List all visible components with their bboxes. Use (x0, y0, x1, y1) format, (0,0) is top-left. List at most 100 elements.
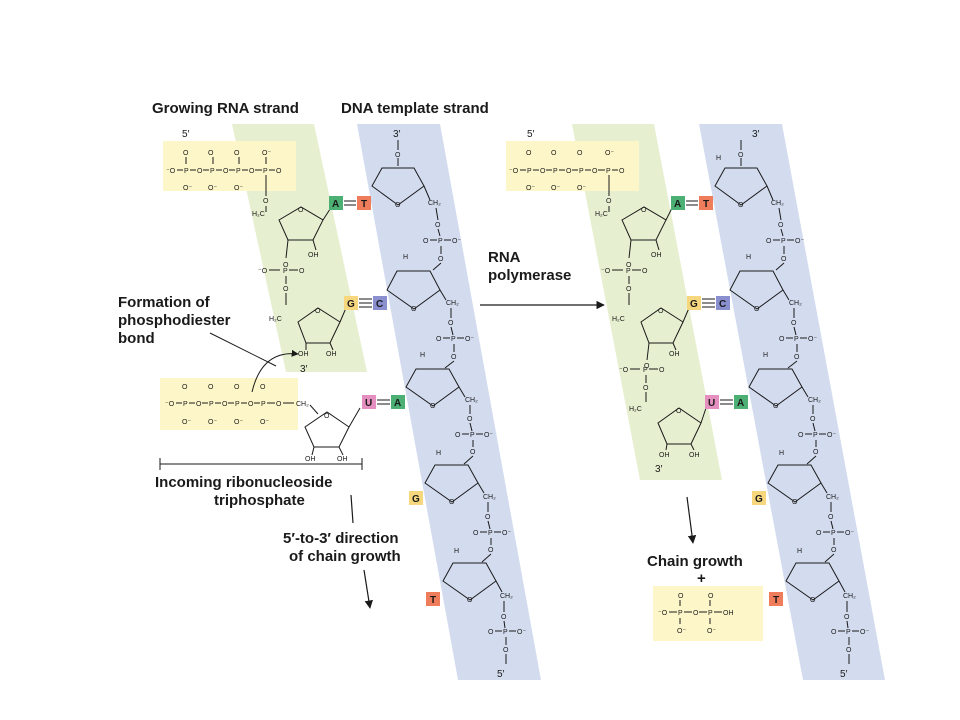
svg-text:O⁻: O⁻ (208, 419, 217, 426)
svg-text:O: O (676, 408, 682, 415)
svg-text:O⁻: O⁻ (484, 432, 493, 439)
triphosphate-box-top-right (506, 141, 639, 191)
svg-text:O: O (577, 150, 583, 157)
svg-text:P: P (626, 268, 631, 275)
svg-text:P: P (813, 432, 818, 439)
svg-text:O: O (276, 401, 282, 408)
svg-text:O⁻: O⁻ (827, 432, 836, 439)
rna-polymerase-label-line2: polymerase (488, 267, 571, 284)
base-a-label: A (674, 199, 681, 210)
svg-text:O⁻: O⁻ (208, 185, 217, 192)
svg-text:O⁻: O⁻ (860, 629, 869, 636)
triphosphate-group-top-right: ⁻O P O P O P O P O O O O O⁻ O⁻ O⁻ O⁻ O (509, 150, 625, 205)
dna-template-strand-label: DNA template strand (341, 100, 489, 117)
svg-text:O: O (738, 202, 744, 209)
dna-3prime-label-right: 3′ (752, 129, 760, 140)
rna-3prime-label-left: 3′ (300, 364, 308, 375)
rna-strand-band-right (572, 124, 722, 480)
rna-3prime-label-right: 3′ (655, 464, 663, 475)
svg-text:O⁻: O⁻ (577, 185, 586, 192)
base-u-label: U (708, 398, 715, 409)
svg-text:O: O (470, 449, 476, 456)
growth-direction-arrow (363, 569, 373, 609)
base-g-label: G (347, 299, 355, 310)
base-a-dna-3-left (391, 395, 405, 409)
svg-text:O: O (501, 614, 507, 621)
svg-text:H: H (779, 450, 784, 457)
svg-text:O: O (844, 614, 850, 621)
phosphodiester-label-line1: Formation of (118, 294, 211, 311)
svg-text:H: H (436, 450, 441, 457)
svg-text:OH: OH (298, 351, 309, 358)
svg-text:H: H (797, 548, 802, 555)
base-t-label: T (430, 595, 436, 606)
svg-text:P: P (781, 238, 786, 245)
svg-text:O: O (810, 597, 816, 604)
svg-text:O: O (781, 256, 787, 263)
svg-text:O: O (260, 384, 266, 391)
base-c-label: C (719, 299, 726, 310)
svg-text:O⁻: O⁻ (707, 628, 716, 635)
svg-text:⁻O: ⁻O (165, 401, 175, 408)
base-u-label: U (365, 398, 372, 409)
svg-text:O: O (299, 268, 305, 275)
svg-text:O: O (813, 449, 819, 456)
svg-text:O: O (791, 320, 797, 327)
svg-text:O: O (435, 222, 441, 229)
svg-text:O: O (467, 597, 473, 604)
svg-text:H₂C: H₂C (269, 316, 282, 323)
svg-text:O⁻: O⁻ (262, 150, 271, 157)
incoming-label-line1: Incoming ribonucleoside (155, 474, 333, 491)
svg-text:O: O (644, 363, 650, 370)
svg-text:OH: OH (651, 252, 662, 259)
svg-text:O: O (263, 198, 269, 205)
svg-text:O: O (792, 499, 798, 506)
svg-text:O: O (485, 514, 491, 521)
svg-text:CH₂: CH₂ (465, 397, 478, 404)
svg-text:O: O (551, 150, 557, 157)
svg-text:O: O (659, 367, 665, 374)
svg-text:OH: OH (669, 351, 680, 358)
svg-text:O: O (467, 416, 473, 423)
base-c-dna-2-right (716, 296, 730, 310)
svg-text:CH₂: CH₂ (428, 200, 441, 207)
svg-text:⁻O: ⁻O (258, 268, 268, 275)
svg-text:O: O (436, 336, 442, 343)
rna-ribose-2-right: H₂C O OH O (612, 307, 690, 370)
svg-text:OH: OH (337, 456, 348, 463)
svg-text:P: P (708, 610, 713, 617)
dna-5prime-label-right: 5′ (840, 669, 848, 680)
svg-text:O⁻: O⁻ (605, 150, 614, 157)
svg-text:P: P (503, 629, 508, 636)
svg-text:O⁻: O⁻ (551, 185, 560, 192)
svg-text:P: P (643, 367, 648, 374)
svg-text:O: O (182, 384, 188, 391)
svg-text:O: O (488, 547, 494, 554)
base-c-dna-2-left (373, 296, 387, 310)
svg-text:O: O (449, 499, 455, 506)
svg-text:H: H (746, 254, 751, 261)
base-t-dna-1-left (357, 196, 371, 210)
base-a-label: A (332, 199, 339, 210)
svg-text:CH₂: CH₂ (789, 300, 802, 307)
svg-text:O: O (828, 514, 834, 521)
svg-text:O: O (773, 403, 779, 410)
base-t-dna-5-right (769, 592, 783, 606)
svg-text:P: P (235, 401, 240, 408)
svg-text:O: O (643, 385, 649, 392)
svg-text:O: O (473, 530, 479, 537)
rna-5prime-label-left: 5′ (182, 129, 190, 140)
svg-text:O: O (411, 306, 417, 313)
base-t-dna-1-right (699, 196, 713, 210)
phosphodiester-label-line2: phosphodiester (118, 312, 231, 329)
svg-text:O⁻: O⁻ (526, 185, 535, 192)
svg-text:O: O (276, 168, 282, 175)
base-g-label: G (755, 494, 763, 505)
svg-text:O: O (223, 168, 229, 175)
svg-text:CH₂: CH₂ (446, 300, 459, 307)
svg-text:CH₂: CH₂ (808, 397, 821, 404)
bond-formation-curved-arrow (251, 349, 299, 393)
svg-text:H₂C: H₂C (629, 406, 642, 413)
base-t-dna-5-left (426, 592, 440, 606)
svg-text:O⁻: O⁻ (517, 629, 526, 636)
